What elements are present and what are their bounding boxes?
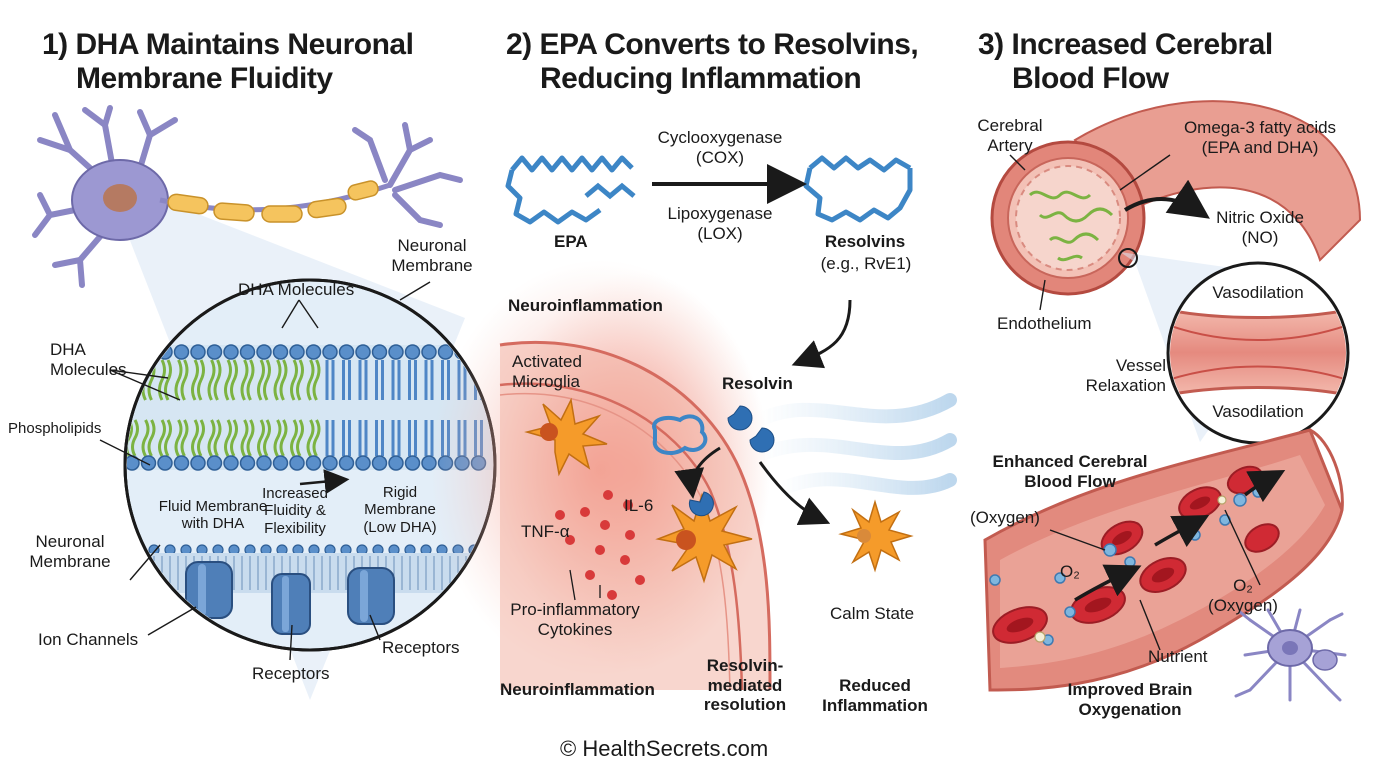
label-rigid-membrane: Rigid Membrane (Low DHA)	[363, 484, 437, 536]
label-epa: EPA	[554, 232, 588, 251]
label-receptors-right: Receptors	[382, 638, 460, 657]
panel1-title-line1: 1) DHA Maintains Neuronal	[42, 28, 414, 61]
label-activated-microglia: Activated Microglia	[512, 352, 582, 391]
label-fluid-membrane: Fluid Membrane with DHA	[158, 498, 268, 533]
label-increased-fluidity: Increased Fluidity & Flexibility	[262, 485, 328, 537]
label-oxygen-left: (Oxygen)	[970, 508, 1040, 527]
label-ion-channels: Ion Channels	[38, 630, 139, 649]
panel2-title-line2: Reducing Inflammation	[540, 62, 862, 95]
label-vasodilation-top: Vasodilation	[1212, 283, 1304, 302]
panel1-title-line2: Membrane Fluidity	[76, 62, 333, 95]
label-cerebral-artery: Cerebral Artery	[977, 116, 1043, 155]
panel3-title-line1: 3) Increased Cerebral	[978, 28, 1273, 61]
label-resolvins-eg: (e.g., RvE1)	[820, 254, 912, 273]
label-o2-right: O₂ (Oxygen)	[1208, 576, 1278, 615]
label-o2-center: O₂	[1060, 562, 1080, 581]
panel3-artery	[983, 100, 1362, 702]
panel2-title-line1: 2) EPA Converts to Resolvins,	[506, 28, 919, 61]
label-resolvin-mediated: Resolvin- mediated resolution	[703, 656, 787, 715]
label-neuroinflammation-bottom: Neuroinflammation	[500, 680, 655, 699]
label-lox: Lipoxygenase (LOX)	[667, 204, 773, 243]
label-resolvin: Resolvin	[722, 374, 793, 393]
label-dha-molecules-top: DHA Molecules	[238, 280, 355, 299]
label-cytokines: Pro-inflammatory Cytokines	[510, 600, 640, 639]
label-vasodilation-bottom: Vasodilation	[1212, 402, 1304, 421]
panel3-title-line2: Blood Flow	[1012, 62, 1169, 95]
label-cox: Cyclooxygenase (COX)	[657, 128, 783, 167]
label-omega3: Omega-3 fatty acids (EPA and DHA)	[1183, 118, 1337, 157]
label-enhanced-flow: Enhanced Cerebral Blood Flow	[992, 452, 1148, 491]
label-calm-state: Calm State	[830, 604, 915, 623]
label-endothelium: Endothelium	[997, 314, 1092, 333]
label-nutrient: Nutrient	[1148, 647, 1208, 666]
panel2-inflammation-scene	[430, 260, 957, 691]
label-phospholipids: Phospholipids	[8, 420, 102, 437]
label-improved-oxygenation: Improved Brain Oxygenation	[1067, 680, 1193, 719]
label-neuronal-membrane-bottom: Neuronal Membrane	[29, 532, 111, 571]
label-neuronal-membrane-top: Neuronal Membrane	[391, 236, 473, 275]
label-nitric-oxide: Nitric Oxide (NO)	[1216, 208, 1304, 247]
label-receptors-center: Receptors	[252, 664, 330, 683]
label-tnf: TNF-α	[521, 522, 570, 541]
label-resolvins: Resolvins	[824, 232, 906, 251]
label-reduced-inflammation: Reduced Inflammation	[822, 676, 928, 715]
copyright-footer: © HealthSecrets.com	[560, 736, 769, 761]
label-il6: IL-6	[624, 496, 654, 515]
label-vessel-relaxation: Vessel Relaxation	[1085, 356, 1166, 395]
label-dha-molecules-left: DHA Molecules	[50, 340, 127, 379]
label-neuroinflammation-top: Neuroinflammation	[508, 296, 663, 315]
panel2-molecules	[505, 155, 913, 369]
